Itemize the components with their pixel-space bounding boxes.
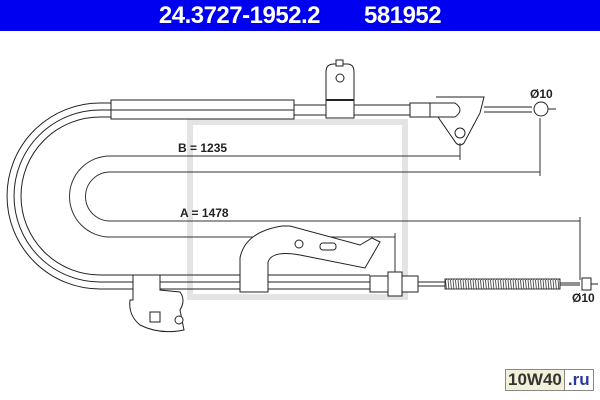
part-number: 24.3727-1952.2: [158, 1, 321, 29]
ate-watermark: [187, 119, 408, 300]
watermark-logo: 10W40 .ru: [505, 369, 594, 391]
reference-number: 581952: [364, 1, 442, 29]
dimension-a-label: A = 1478: [180, 206, 229, 220]
top-end-fitting: [409, 96, 556, 146]
bottom-end-fitting: [369, 271, 445, 297]
top-clip-bracket: [325, 59, 355, 119]
spring: [444, 278, 561, 290]
diameter-label-bottom: Ø10: [572, 291, 595, 305]
logo-main: 10W40: [506, 370, 564, 390]
title-bar: 24.3727-1952.2 581952: [0, 0, 600, 31]
left-clip-bracket: [129, 274, 185, 333]
dimension-lines: [69, 118, 581, 280]
middle-bracket: [239, 225, 381, 293]
diameter-label-top: Ø10: [530, 87, 553, 101]
dimension-b-label: B = 1235: [178, 141, 227, 155]
bottom-nipple: [560, 277, 598, 291]
logo-suffix: .ru: [563, 370, 593, 390]
